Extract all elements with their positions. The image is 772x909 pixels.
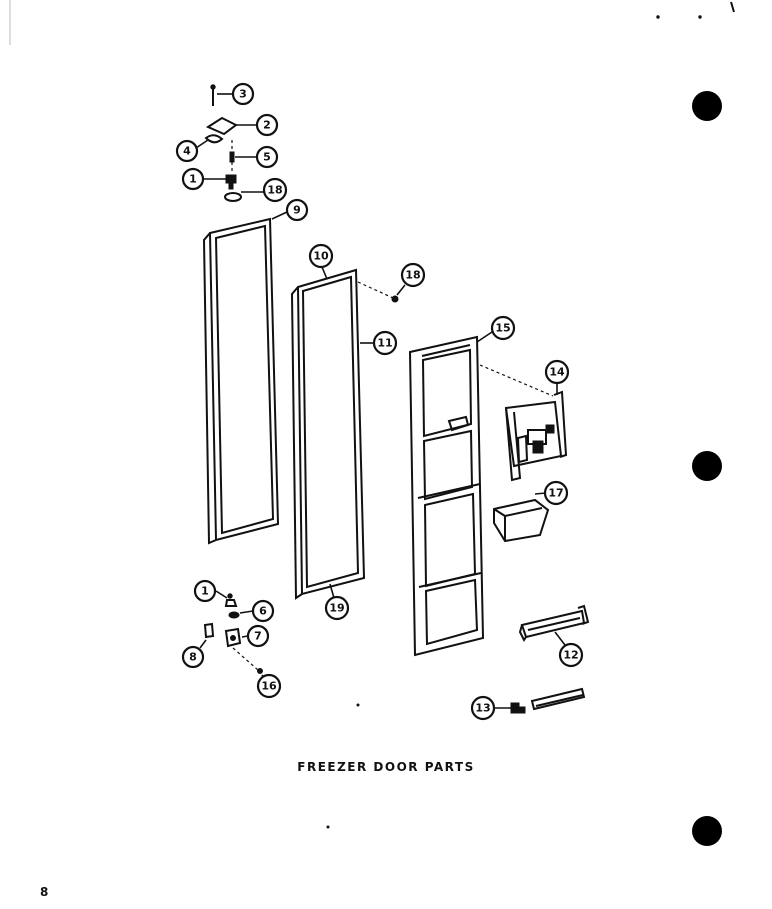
callout-10: 10: [308, 243, 334, 269]
callout-5-label: 5: [263, 151, 271, 164]
callout-8-label: 8: [189, 651, 197, 664]
callout-12-label: 12: [563, 649, 578, 662]
callout-17: 17: [543, 480, 569, 506]
binder-hole-top: [692, 91, 722, 121]
callout-15: 15: [490, 315, 516, 341]
callout-19: 19: [324, 595, 350, 621]
dispenser-housing: [504, 390, 568, 482]
callout-14-label: 14: [549, 366, 565, 379]
callout-1-bottom: 1: [193, 579, 217, 603]
callout-6-label: 6: [259, 605, 267, 618]
handle-trim: [510, 687, 586, 714]
callout-18-top: 18: [262, 177, 288, 203]
callout-18-mid-label: 18: [405, 269, 420, 282]
callout-16: 16: [256, 673, 282, 699]
callout-3-label: 3: [239, 88, 247, 101]
callout-15-label: 15: [495, 322, 510, 335]
callout-12: 12: [558, 642, 584, 668]
callout-19-label: 19: [329, 602, 344, 615]
callout-7: 7: [246, 624, 270, 648]
door-liner-panel: [290, 268, 366, 600]
callout-11: 11: [372, 330, 398, 356]
callout-2-label: 2: [263, 119, 271, 132]
door-gasket: [202, 217, 280, 545]
page-number: 8: [40, 885, 49, 899]
callout-4-label: 4: [183, 145, 191, 158]
callout-5: 5: [255, 145, 279, 169]
door-handle: [518, 604, 590, 642]
callout-2: 2: [255, 113, 279, 137]
callout-9: 9: [285, 198, 309, 222]
callout-11-label: 11: [377, 337, 392, 350]
callout-4: 4: [175, 139, 199, 163]
callout-17-label: 17: [548, 487, 563, 500]
callout-16-label: 16: [261, 680, 277, 693]
callout-14: 14: [544, 359, 570, 385]
binder-hole-middle: [692, 451, 722, 481]
door-panel: [408, 335, 485, 657]
callout-13-label: 13: [475, 702, 490, 715]
callout-6: 6: [251, 599, 275, 623]
door-bin: [493, 498, 550, 543]
diagram-caption: FREEZER DOOR PARTS: [297, 760, 475, 774]
callout-1-top: 1: [181, 167, 205, 191]
callout-8: 8: [181, 645, 205, 669]
callout-18-top-label: 18: [267, 184, 282, 197]
callout-13: 13: [470, 695, 496, 721]
callout-7-label: 7: [254, 630, 262, 643]
callout-3: 3: [231, 82, 255, 106]
binder-hole-bottom: [692, 816, 722, 846]
callout-1-top-label: 1: [189, 173, 197, 186]
bottom-hinge-assembly: [203, 593, 263, 674]
callout-18-mid: 18: [400, 262, 426, 288]
callout-1-bottom-label: 1: [201, 585, 209, 598]
callout-9-label: 9: [293, 204, 301, 217]
callout-10-label: 10: [313, 250, 329, 263]
